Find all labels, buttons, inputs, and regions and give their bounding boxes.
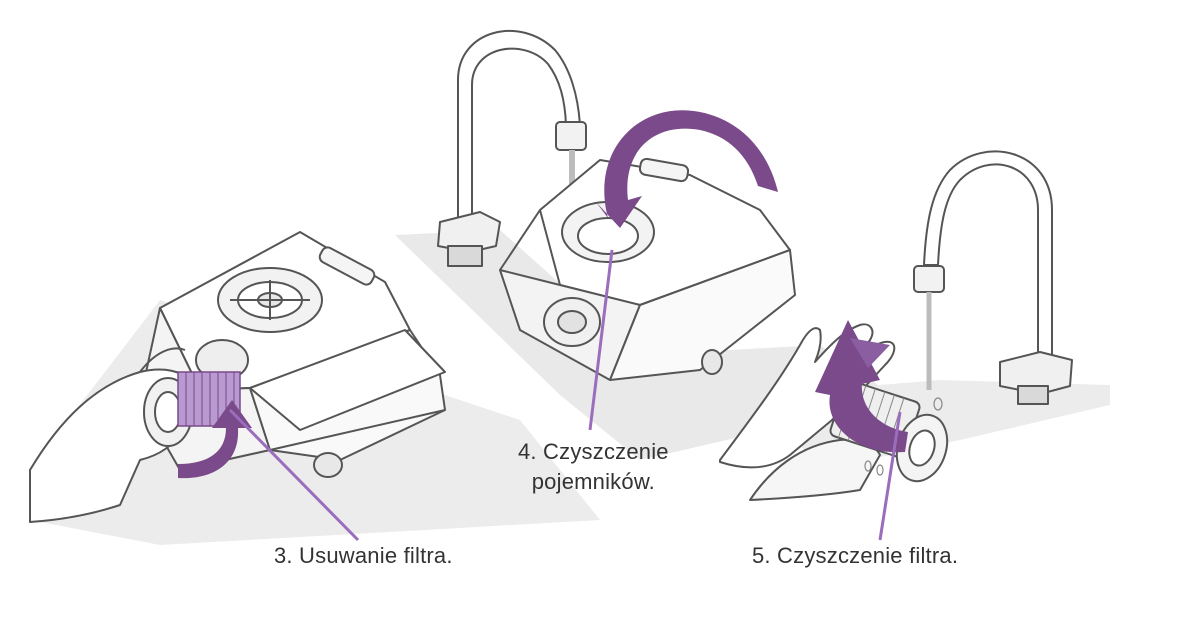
step5-faucet-icon [913,150,1073,405]
step5-water-drops [864,397,943,476]
step5-caption: 5. Czyszczenie filtra. [752,543,959,568]
step4-pointer-line [588,249,614,431]
step4-rotate-arrow-icon [596,110,778,228]
step3-rotate-arrow-icon [178,400,252,479]
step3-pointer-line [228,408,360,542]
step3-caption: 3. Usuwanie filtra. [274,543,453,568]
step3-humidifier-icon [139,231,446,478]
step3-filter-icon [143,371,241,447]
step4-caption: 4. Czyszczenie pojemników. [518,437,669,497]
step4-faucet-icon [437,29,587,267]
step5-pointer-line [878,411,902,541]
step4-caption-line2: pojemników. [531,469,655,494]
step4-caption-line1: 4. Czyszczenie [518,439,669,464]
step5-rotate-arrow-icon [815,320,908,453]
